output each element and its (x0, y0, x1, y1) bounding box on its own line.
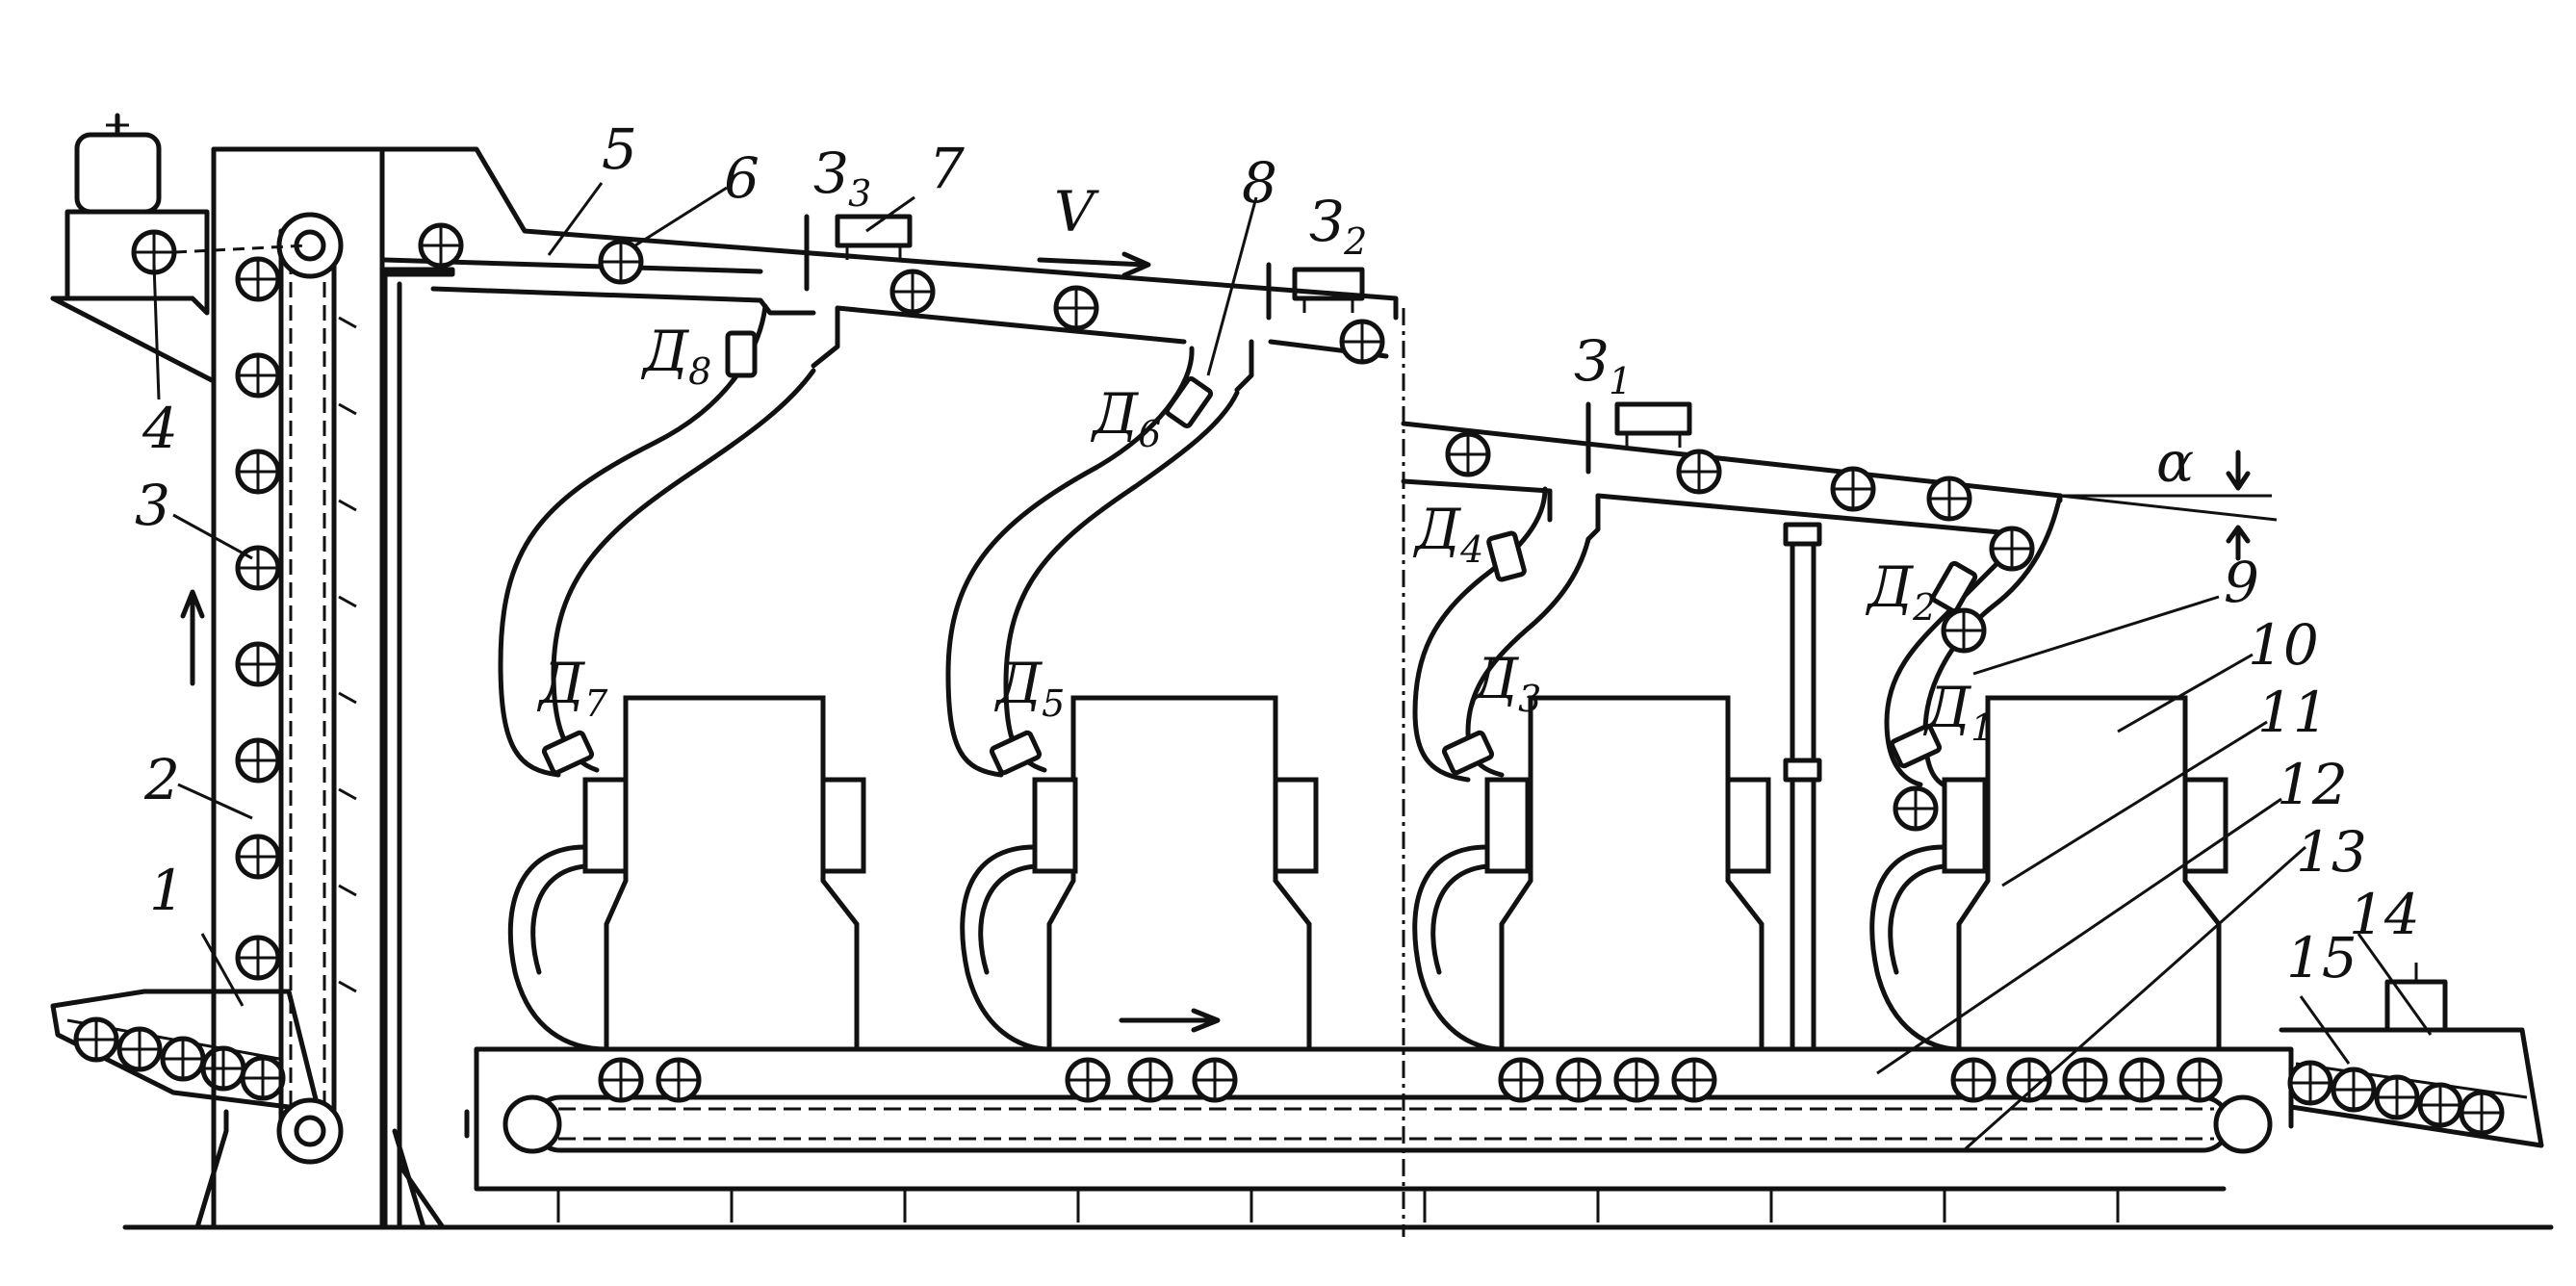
part-label-14: 14 (2349, 882, 2420, 947)
gate-label-z3: З3 (813, 141, 871, 215)
sensor-label-d3: Д3 (1470, 646, 1541, 720)
part-label-8: 8 (1242, 150, 1277, 216)
gate-z3 (804, 214, 913, 292)
sensor-label-d4: Д4 (1412, 497, 1483, 571)
bottom-conveyor (464, 1008, 2294, 1222)
gate-z2 (1266, 262, 1365, 321)
leader-lines (152, 182, 2433, 1152)
part-label-11: 11 (2257, 680, 2329, 745)
part-label-5: 5 (602, 116, 637, 182)
part-label-3: 3 (135, 473, 170, 538)
part-label-2: 2 (143, 747, 180, 812)
angle-label: α (2156, 429, 2194, 495)
chute-4 (1884, 493, 2063, 792)
sensor-label-d5: Д5 (993, 651, 1065, 725)
sensor-d7 (543, 732, 593, 774)
sensor-d4 (1488, 532, 1525, 580)
gate-label-z1: З1 (1574, 328, 1632, 402)
part-label-7: 7 (929, 136, 965, 201)
part-label-9: 9 (2224, 550, 2259, 615)
part-label-1: 1 (149, 858, 185, 923)
machine-2 (960, 695, 1319, 1052)
machine-4 (1869, 695, 2228, 1052)
sensor-label-d6: Д6 (1090, 381, 1161, 455)
velocity-arrow (1037, 251, 1151, 278)
elevator-drive-motor (50, 113, 309, 383)
sensor-label-d1: Д1 (1922, 675, 1994, 749)
upper-trough (382, 257, 1389, 393)
sensor-label-d7: Д7 (536, 651, 608, 725)
main-frame (211, 146, 1399, 1230)
angle-marker (2059, 450, 2278, 561)
machine-3 (1412, 695, 1771, 1052)
bottom-conveyor-balls (601, 1060, 2220, 1100)
part-label-12: 12 (2277, 752, 2348, 817)
gate-label-z2: З2 (1309, 189, 1367, 263)
support-column (1783, 522, 1822, 1052)
sensor-label-d2: Д2 (1865, 554, 1936, 629)
sensor-d6 (1166, 377, 1212, 427)
part-label-6: 6 (724, 145, 760, 211)
gate-z1 (1585, 401, 1692, 475)
sensor-d2 (1932, 562, 1976, 612)
part-label-10: 10 (2248, 612, 2319, 678)
hopper-balls (76, 1019, 283, 1098)
velocity-label: V (1054, 179, 1099, 244)
elevator-balls (238, 259, 278, 978)
sensor-label-d8: Д8 (640, 319, 711, 393)
sensor-d8 (728, 333, 755, 375)
part-label-13: 13 (2296, 819, 2367, 885)
part-label-4: 4 (142, 396, 178, 461)
part-label-15: 15 (2286, 925, 2357, 990)
chute-2 (945, 346, 1240, 778)
